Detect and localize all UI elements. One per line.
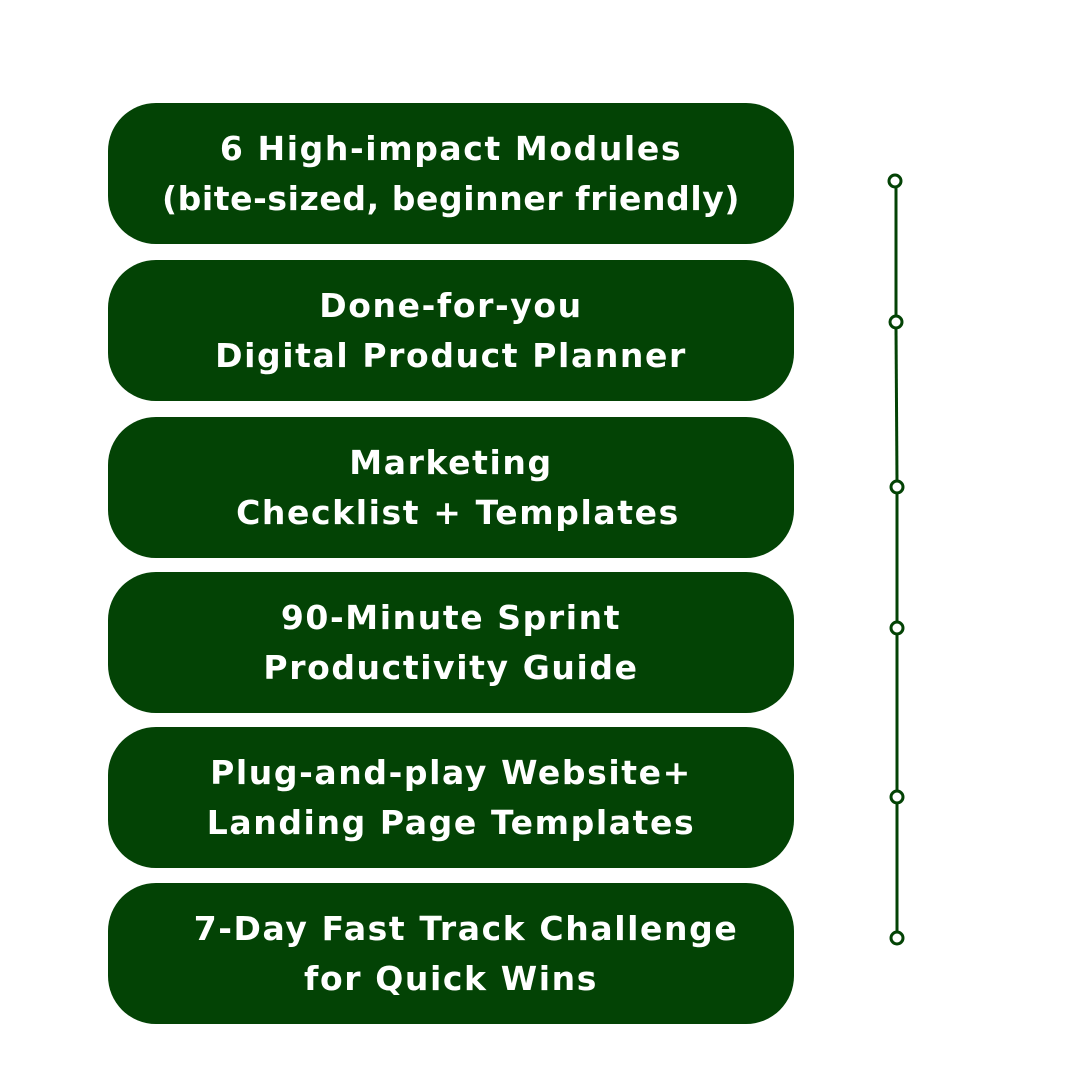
timeline-node-2 [888,314,904,330]
feature-pill-4-line-1: 90-Minute Sprint [280,597,622,637]
feature-pill-2-line-1: Done-for-you [319,285,583,325]
timeline-segment-2 [894,327,899,482]
feature-pill-1: 6 High-impact Modules (bite-sized, begin… [108,103,794,244]
timeline-node-4 [889,620,905,636]
feature-pill-3-line-2: Checklist + Templates [236,492,680,532]
timeline-node-3 [889,479,905,495]
feature-pill-4-line-2: Productivity Guide [263,647,639,687]
feature-pill-2-line-2: Digital Product Planner [215,335,687,375]
feature-pill-5: Plug-and-play Website+ Landing Page Temp… [108,727,794,868]
feature-pill-3-line-1: Marketing [349,442,553,482]
feature-pill-1-line-2: (bite-sized, beginner friendly) [161,178,741,218]
timeline-node-1 [887,173,903,189]
feature-pill-6-line-1: 7-Day Fast Track Challenge [193,908,739,948]
feature-pill-6-line-2: for Quick Wins [304,958,598,998]
feature-pill-2: Done-for-you Digital Product Planner [108,260,794,401]
feature-pill-4: 90-Minute Sprint Productivity Guide [108,572,794,713]
feature-pill-1-line-1: 6 High-impact Modules [219,128,683,168]
timeline-node-5 [889,789,905,805]
feature-pill-6: 7-Day Fast Track Challenge for Quick Win… [108,883,794,1024]
feature-pill-5-line-1: Plug-and-play Website+ [210,752,692,792]
feature-pill-3: Marketing Checklist + Templates [108,417,794,558]
timeline-node-6 [889,930,905,946]
feature-pill-5-line-2: Landing Page Templates [206,802,696,842]
